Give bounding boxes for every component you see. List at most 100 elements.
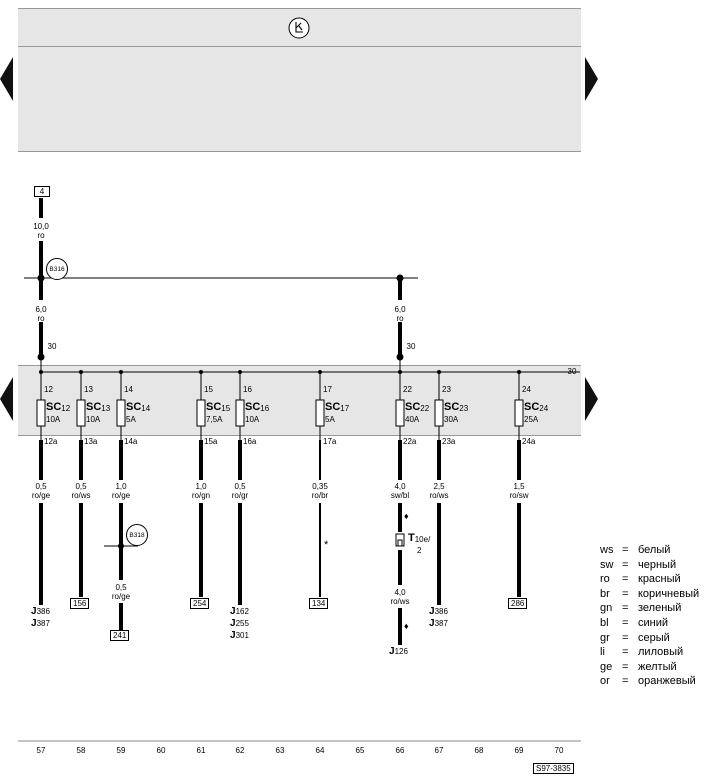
column-number: 67: [434, 746, 444, 755]
legend-row: gn=зеленый: [600, 602, 682, 615]
wire-size: 1,5: [513, 482, 525, 491]
top-feed-box: 4: [34, 186, 50, 197]
fuse-sc24: [514, 399, 524, 427]
fuse-sc23: [434, 399, 444, 427]
wire-color: ro/ws: [71, 491, 91, 500]
fuse-pin: 15: [204, 385, 213, 394]
fuse-name: SC14: [126, 401, 151, 413]
column-number: 65: [355, 746, 365, 755]
wire-size: 0,5: [234, 482, 246, 491]
fuse-sc14: [116, 399, 126, 427]
legend-row: bl=синий: [600, 616, 669, 629]
fuse-amp: 10A: [86, 415, 101, 424]
right-feed-size: 6,0: [394, 305, 406, 314]
connector-t-symbol: [395, 533, 405, 547]
fuse-name: SC23: [444, 401, 469, 413]
legend-row: sw=черный: [600, 558, 677, 571]
fuse-name: SC22: [405, 401, 430, 413]
fuse-amp: 30A: [444, 415, 459, 424]
connector-t-label: T10e/: [408, 532, 431, 544]
fuse-pin: 22: [403, 385, 412, 394]
fuse-out: 24a: [522, 437, 536, 446]
dest-box-286: 286: [508, 598, 528, 609]
branch14-color: ro/ge: [111, 592, 131, 601]
wire-color: ro/br: [311, 491, 329, 500]
fuse-sc13: [76, 399, 86, 427]
dest-box-134: 134: [309, 598, 329, 609]
fuse-amp: 5A: [126, 415, 136, 424]
fuse-name: SC24: [524, 401, 549, 413]
legend-row: br=коричневый: [600, 587, 700, 600]
column-number: 60: [156, 746, 166, 755]
output-wires: [39, 440, 521, 645]
fuse-amp: 25A: [524, 415, 539, 424]
wire-size: 1,0: [195, 482, 207, 491]
fuse-sc17: [315, 399, 325, 427]
wire-color: ro/ge: [111, 491, 131, 500]
fuse-pin: 14: [124, 385, 133, 394]
left-feed-terminal: 30: [47, 342, 57, 351]
triangle-left-icon: [0, 57, 13, 101]
column-number: 59: [116, 746, 126, 755]
fuse-sc22: [395, 399, 405, 427]
color-legend: ws=белый sw=черный ro=красный br=коричне…: [600, 543, 699, 689]
fuse-amp: 5A: [325, 415, 335, 424]
top-feed-size: 10,0: [33, 222, 49, 231]
column-number: 68: [474, 746, 484, 755]
wire-color: sw/bl: [390, 491, 410, 500]
fuse-bodies: [36, 399, 524, 427]
legend-row: or=оранжевый: [600, 675, 696, 688]
wire-size: 4,0: [394, 482, 406, 491]
fuse-sc16: [235, 399, 245, 427]
column-number: 66: [395, 746, 405, 755]
wire-size: 0,35: [312, 482, 328, 491]
wire-color: ro/gr: [231, 491, 249, 500]
column-number: 58: [76, 746, 86, 755]
branch14-size: 0,5: [115, 583, 127, 592]
star-marker: *: [324, 539, 329, 551]
fuse-out: 14a: [124, 437, 138, 446]
w22b-color: ro/ws: [390, 597, 410, 606]
connector-b318: B318: [126, 524, 148, 546]
dest-box-156: 156: [70, 598, 90, 609]
left-feed-size: 6,0: [35, 305, 47, 314]
legend-row: ro=красный: [600, 573, 681, 586]
fuse-out: 13a: [84, 437, 98, 446]
column-number: 62: [235, 746, 245, 755]
triangle-right-icon: [585, 377, 598, 421]
fuse-amp: 10A: [245, 415, 260, 424]
top-feed-color: ro: [37, 231, 45, 240]
wire-size: 2,5: [433, 482, 445, 491]
wire-color: ro/sw: [509, 491, 529, 500]
prev-page-button-2[interactable]: [0, 377, 14, 421]
next-page-button-2[interactable]: [585, 377, 599, 421]
fuse-pin: 17: [323, 385, 332, 394]
diamond-marker-2: ♦: [404, 621, 409, 631]
bus-terminal: 30: [567, 367, 577, 376]
wire-size: 1,0: [115, 482, 127, 491]
dest-box-254: 254: [190, 598, 210, 609]
prev-page-button[interactable]: [0, 57, 14, 101]
fuse-name: SC13: [86, 401, 111, 413]
fuse-pin: 13: [84, 385, 93, 394]
fuse-sc15: [196, 399, 206, 427]
connector-t-pin: 2: [417, 546, 422, 555]
wire-size: 0,5: [35, 482, 47, 491]
fuse-name: SC16: [245, 401, 270, 413]
fuse-out: 23a: [442, 437, 456, 446]
next-page-button[interactable]: [585, 57, 599, 101]
fuse-pin: 12: [44, 385, 53, 394]
fuse-name: SC12: [46, 401, 71, 413]
wire-color: ro/ge: [31, 491, 51, 500]
dest-c57: J386 J387: [31, 606, 50, 629]
wire-size: 0,5: [75, 482, 87, 491]
diagram-id: S97-3835: [533, 763, 574, 774]
legend-row: ws=белый: [600, 544, 671, 556]
fuse-name: SC17: [325, 401, 350, 413]
legend-row: gr=серый: [600, 631, 670, 644]
fuse-panel: [18, 365, 581, 436]
legend-row: ge=желтый: [600, 660, 677, 673]
fuse-out: 17a: [323, 437, 337, 446]
fuse-amp: 10A: [46, 415, 61, 424]
